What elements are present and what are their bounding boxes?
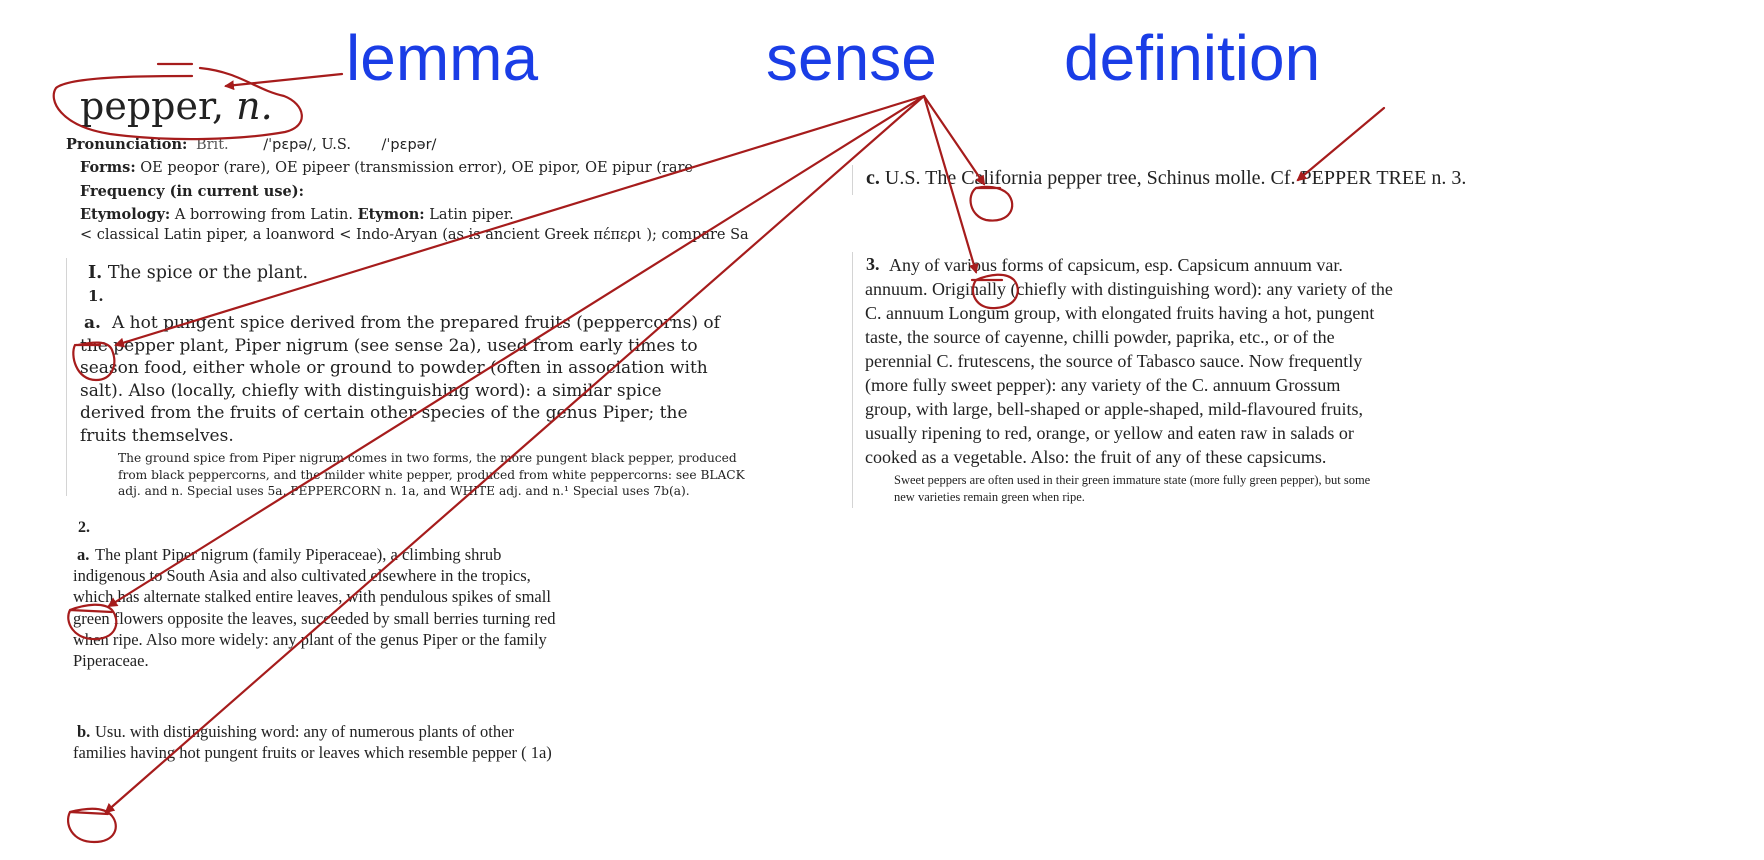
sense-3-line: usually ripening to red, orange, or yell… [865,423,1354,443]
sense-1a-definition: A hot pungent spice derived from the pre… [80,312,810,447]
label-sense: sense [766,22,937,94]
etymon-label: Etymon: [357,206,425,223]
sense-2a-line: The plant Piper nigrum (family Piperacea… [95,545,502,564]
sense-1a-line: the pepper plant, Piper nigrum (see sens… [80,335,698,356]
sense-1a-num: a. [84,313,101,333]
sense-3-line: perennial C. frutescens, the source of T… [865,351,1363,371]
sense-1a-line: salt). Also (locally, chiefly with disti… [80,380,662,401]
note-line: from black peppercorns, and the milder w… [118,467,745,482]
sense-c-line: c. U.S. The California pepper tree, Schi… [866,167,1466,190]
note-line: Sweet peppers are often used in their gr… [894,473,1371,487]
sense-c-rule [852,165,853,195]
sense-1a-line: derived from the fruits of certain other… [80,403,688,423]
sense-3-line: Any of various forms of capsicum, esp. C… [889,255,1343,275]
sense-1a-line: fruits themselves. [80,425,234,446]
sense-2a-line: which has alternate stalked entire leave… [73,587,551,607]
section-I-num: I. [88,263,103,283]
label-definition: definition [1064,22,1321,94]
pronunciation-brit: Brit. [195,137,229,153]
sense-2-num: 2. [78,519,90,536]
frequency-label: Frequency (in current use): [80,183,304,200]
ipa-brit: /ˈpɛpə/ [263,137,313,153]
circle-c [969,185,1014,222]
etymology-line: Etymology: A borrowing from Latin. Etymo… [80,206,514,223]
section-I-text: The spice or the plant. [107,263,309,283]
section-I: I. The spice or the plant. [88,263,308,283]
sense-2a-line: Piperaceae. [73,651,149,671]
sense-2a-line: indigenous to South Asia and also cultiv… [73,566,531,586]
etymology-line-2: < classical Latin piper, a loanword < In… [80,227,749,243]
sense-3-line: C. annuum Longum group, with elongated f… [865,303,1375,323]
label-lemma: lemma [346,22,539,94]
sense-2b-line: Usu. with distinguishing word: any of nu… [95,722,514,741]
sense-1-num: 1. [88,287,104,305]
sense-3-rule [852,252,853,508]
left-column-rule [66,258,67,496]
sense-2a-definition: The plant Piper nigrum (family Piperacea… [73,544,593,671]
sense-1a-note: The ground spice from Piper nigrum comes… [118,450,808,500]
ipa-us: /ˈpɛpər/ [381,137,437,153]
sense-2a-num: a. [77,545,90,564]
sense-3-line: annuum. Originally (chiefly with disting… [865,279,1393,299]
etymon-text: Latin piper. [429,207,514,223]
pronunciation-label: Pronunciation: [66,136,188,153]
sense-1a-line: A hot pungent spice derived from the pre… [112,313,720,333]
sense-3-definition: Any of various forms of capsicum, esp. C… [865,253,1465,469]
circle-2b [67,807,117,844]
sense-3-line: (more fully sweet pepper): any variety o… [865,375,1341,395]
pronunciation-line: Pronunciation: Brit. /ˈpɛpə/, U.S. /ˈpɛp… [66,136,436,153]
headword-word: pepper, [80,84,225,128]
note-line: new varieties remain green when ripe. [894,490,1085,504]
sense-3-line: cooked as a vegetable. Also: the fruit o… [865,447,1327,467]
sense-2b-num: b. [77,722,91,741]
sense-1a-line: season food, either whole or ground to p… [80,358,708,378]
sense-2a-line: when ripe. Also more widely: any plant o… [73,629,547,649]
sense-c-num: c. [866,167,880,189]
pronunciation-us: , U.S. [312,137,351,153]
headword-pos: n. [236,84,273,128]
etymology-text: A borrowing from Latin. [174,207,353,223]
etymology-label: Etymology: [80,206,171,223]
sense-3-line: taste, the source of cayenne, chilli pow… [865,327,1335,347]
sense-c-definition: U.S. The California pepper tree, Schinus… [884,167,1467,189]
sense-3-note: Sweet peppers are often used in their gr… [894,472,1454,506]
forms-label: Forms: [80,159,136,176]
note-line: The ground spice from Piper nigrum comes… [118,451,737,465]
forms-text: OE peopor (rare), OE pipeer (transmissio… [140,160,693,176]
sense-2a-line: green flowers opposite the leaves, succe… [73,608,556,628]
sense-2b-line: families having hot pungent fruits or le… [73,743,552,763]
sense-2b-definition: Usu. with distinguishing word: any of nu… [73,721,593,763]
note-line: adj. and n. Special uses 5a, PEPPERCORN … [118,484,690,498]
forms-line: Forms: OE peopor (rare), OE pipeer (tran… [80,159,796,176]
headword: pepper, n. [80,84,273,128]
sense-3-line: group, with large, bell-shaped or apple-… [865,399,1364,419]
